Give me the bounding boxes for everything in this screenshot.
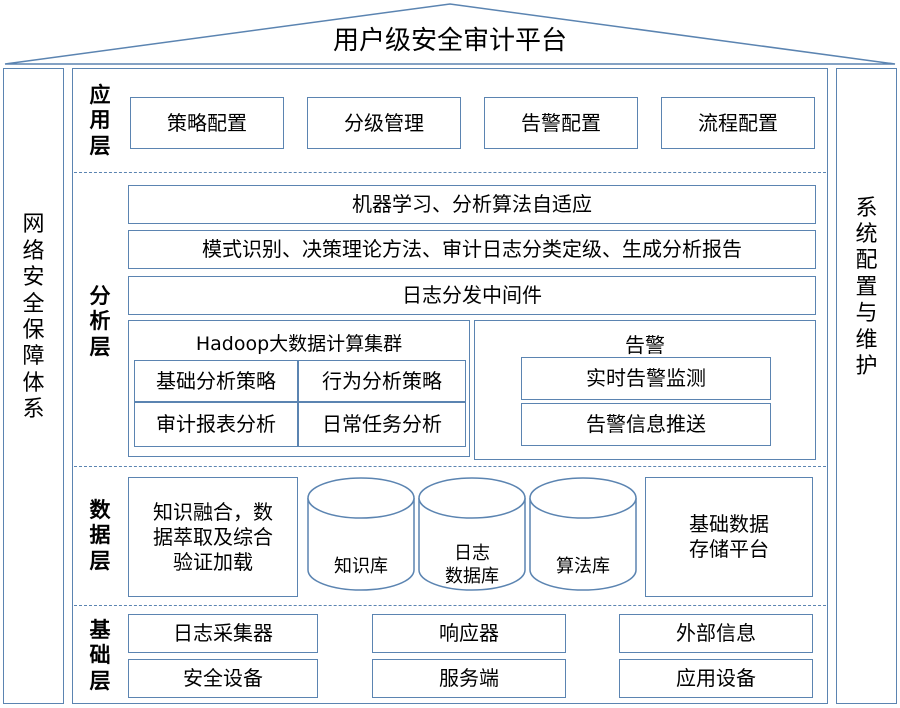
base-layer-label: 基础层 [89,617,111,693]
base-item-server: 服务端 [372,659,566,698]
separator-data-base [74,605,826,606]
analysis-bar-pattern: 模式识别、决策理论方法、审计日志分类定级、生成分析报告 [128,230,816,269]
knowledge-db-label: 知识库 [334,556,388,577]
left-pillar [3,68,64,704]
alarm-group [474,320,816,460]
hadoop-cell-behavior-analysis: 行为分析策略 [298,360,466,402]
log-db-label: 日志 数据库 [445,543,499,587]
separator-analysis-data [74,466,826,467]
base-item-log-collector: 日志采集器 [128,614,318,653]
analysis-bar-ml: 机器学习、分析算法自适应 [128,185,816,224]
base-item-responder: 响应器 [372,614,566,653]
app-item-alarm-config: 告警配置 [484,97,638,149]
central-frame [72,68,828,704]
hadoop-cluster [128,320,470,457]
separator-application-analysis [74,172,826,173]
knowledge-fusion-box: 知识融合，数 据萃取及综合 验证加载 [128,477,298,597]
roof-title: 用户级安全审计平台 [332,26,567,56]
roof [4,3,896,65]
database-cylinders [307,477,637,591]
alarm-group-title: 告警 [625,333,665,357]
application-layer-label: 应用层 [89,82,111,158]
hadoop-cell-basic-analysis: 基础分析策略 [134,360,298,402]
base-item-security-device: 安全设备 [128,659,318,698]
algorithm-db-cylinder [529,477,637,591]
storage-platform-box: 基础数据 存储平台 [645,477,813,597]
base-item-app-device: 应用设备 [619,659,813,698]
app-item-process-config: 流程配置 [661,97,815,149]
right-pillar-label: 系统配置与维护 [855,195,878,379]
knowledge-db-cylinder [307,477,415,591]
analysis-layer-label: 分析层 [89,283,111,359]
alarm-item-info-push: 告警信息推送 [521,403,771,446]
right-pillar [836,68,897,704]
data-layer-label: 数据层 [89,497,111,573]
left-pillar-label: 网络安全保障体系 [22,212,45,423]
hadoop-cluster-title: Hadoop大数据计算集群 [195,333,403,355]
analysis-bar-middleware: 日志分发中间件 [128,276,816,315]
log-db-cylinder [418,477,526,591]
app-item-grading-management: 分级管理 [307,97,461,149]
app-item-strategy-config: 策略配置 [130,97,284,149]
alarm-item-realtime-monitor: 实时告警监测 [521,357,771,400]
hadoop-cell-audit-report: 审计报表分析 [134,402,298,447]
algorithm-db-label: 算法库 [556,556,610,577]
base-item-external-info: 外部信息 [619,614,813,653]
hadoop-cell-daily-task: 日常任务分析 [298,402,466,447]
